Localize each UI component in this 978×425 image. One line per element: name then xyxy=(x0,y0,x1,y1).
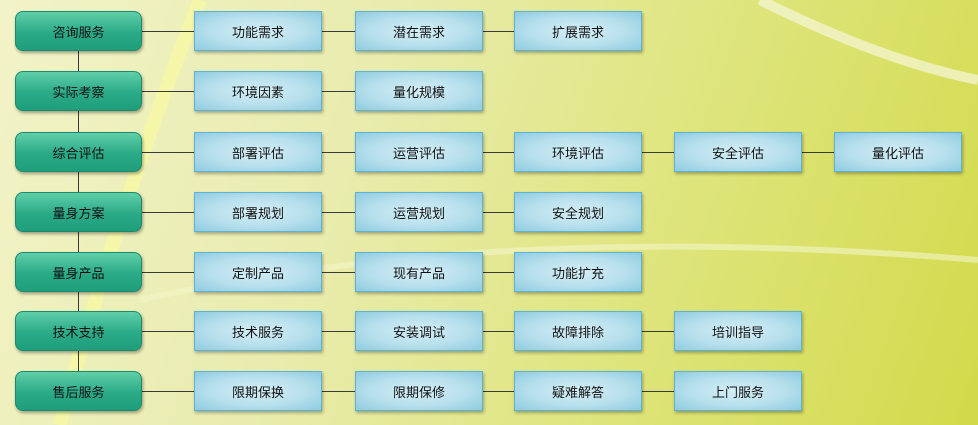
main-node: 综合评估 xyxy=(15,132,142,172)
diagram-row: 售后服务 限期保换限期保修疑难解答上门服务 xyxy=(0,371,978,411)
diagram-row: 综合评估 部署评估运营评估环境评估安全评估量化评估 xyxy=(0,132,978,172)
main-node: 量身产品 xyxy=(15,252,142,292)
sub-node: 技术服务 xyxy=(194,311,322,351)
sub-node: 潜在需求 xyxy=(355,11,483,51)
sub-node: 部署规划 xyxy=(194,192,322,232)
sub-node: 量化规模 xyxy=(355,71,483,111)
sub-node: 故障排除 xyxy=(514,311,642,351)
main-node: 咨询服务 xyxy=(15,11,142,51)
main-node: 实际考察 xyxy=(15,71,142,111)
sub-node: 疑难解答 xyxy=(514,371,642,411)
sub-node: 定制产品 xyxy=(194,252,322,292)
sub-node: 功能需求 xyxy=(194,11,322,51)
sub-node: 上门服务 xyxy=(674,371,802,411)
sub-node: 现有产品 xyxy=(355,252,483,292)
main-node: 技术支持 xyxy=(15,311,142,351)
connector-line xyxy=(142,152,834,153)
connector-line xyxy=(142,31,514,32)
connector-line xyxy=(142,272,514,273)
main-node: 量身方案 xyxy=(15,192,142,232)
main-node: 售后服务 xyxy=(15,371,142,411)
sub-node: 扩展需求 xyxy=(514,11,642,51)
sub-node: 培训指导 xyxy=(674,311,802,351)
diagram-row: 技术支持 技术服务安装调试故障排除培训指导 xyxy=(0,311,978,351)
sub-node: 安装调试 xyxy=(355,311,483,351)
sub-node: 量化评估 xyxy=(834,132,962,172)
sub-node: 限期保换 xyxy=(194,371,322,411)
sub-node: 环境因素 xyxy=(194,71,322,111)
sub-node: 功能扩充 xyxy=(514,252,642,292)
diagram-row: 咨询服务 功能需求潜在需求扩展需求 xyxy=(0,11,978,51)
sub-node: 限期保修 xyxy=(355,371,483,411)
sub-node: 安全评估 xyxy=(674,132,802,172)
diagram-row: 量身产品 定制产品现有产品功能扩充 xyxy=(0,252,978,292)
sub-node: 安全规划 xyxy=(514,192,642,232)
sub-node: 运营规划 xyxy=(355,192,483,232)
diagram-row: 量身方案 部署规划运营规划安全规划 xyxy=(0,192,978,232)
sub-node: 部署评估 xyxy=(194,132,322,172)
sub-node: 环境评估 xyxy=(514,132,642,172)
sub-node: 运营评估 xyxy=(355,132,483,172)
connector-line xyxy=(142,212,514,213)
diagram-row: 实际考察 环境因素量化规模 xyxy=(0,71,978,111)
